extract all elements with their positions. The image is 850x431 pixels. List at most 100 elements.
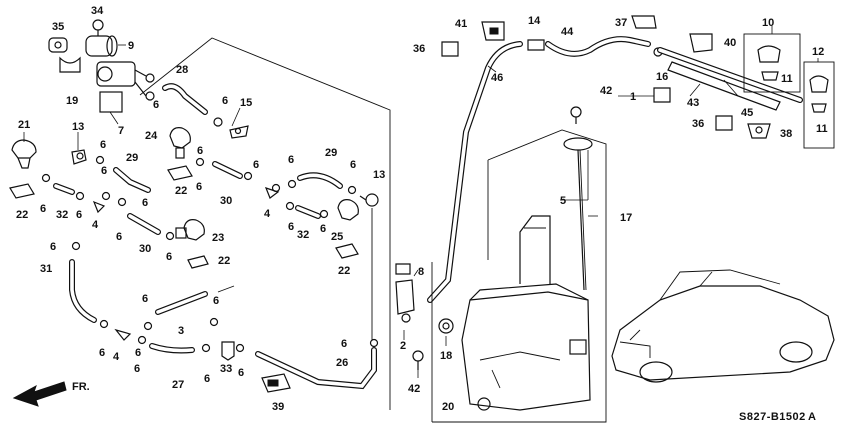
- bolt-42-bottom: [412, 350, 424, 370]
- callout: 6: [213, 295, 219, 307]
- clip-36-right: [715, 115, 733, 131]
- callout: 22: [175, 185, 187, 197]
- callout: 16: [656, 71, 668, 83]
- callout: 30: [220, 195, 232, 207]
- callout: 5: [560, 195, 566, 207]
- nozzle-23: [175, 219, 205, 241]
- callout: 6: [153, 99, 159, 111]
- leader-lines: [23, 26, 819, 378]
- callout: 37: [615, 17, 627, 29]
- callout: 11: [816, 123, 828, 135]
- hose-31: [69, 259, 97, 323]
- bolt-42-top: [570, 106, 582, 124]
- callout: 6: [76, 209, 82, 221]
- callout: 42: [600, 85, 612, 97]
- callout: 25: [331, 231, 343, 243]
- callout: 30: [139, 243, 151, 255]
- hose-3: [155, 285, 235, 315]
- grommet-18: [438, 318, 454, 334]
- callout: 6: [222, 95, 228, 107]
- callout: 10: [762, 17, 774, 29]
- callout: 3: [178, 325, 184, 337]
- connector-4-lower: [114, 328, 132, 341]
- front-arrow-icon: [12, 381, 67, 407]
- nozzle-21: [11, 139, 37, 169]
- hose-29-right: [297, 172, 343, 189]
- callout: 9: [128, 40, 134, 52]
- diagram-code: S827-B1502: [739, 411, 806, 423]
- washer-tank: [461, 215, 591, 411]
- callout: 6: [288, 154, 294, 166]
- callout: 40: [724, 37, 736, 49]
- nozzle-13-right: [359, 193, 379, 207]
- connector-4-mid: [92, 200, 106, 214]
- nozzle-box-12: [803, 61, 835, 149]
- callout: 4: [113, 351, 120, 363]
- hose-44: [545, 36, 651, 57]
- part-labels: 35 34 9 19 7 6 28 6 15 21 13 6 24 29 6 6…: [16, 5, 828, 413]
- callout: 6: [50, 241, 56, 253]
- callout: 27: [172, 379, 184, 391]
- callout: 43: [687, 97, 699, 109]
- clip-22-lower: [187, 255, 209, 269]
- connector-4-right: [264, 187, 280, 199]
- connector-14: [527, 39, 545, 51]
- hose-28: [162, 83, 223, 127]
- callout: 20: [442, 401, 454, 413]
- clamps-6: [41, 155, 379, 353]
- callout: 38: [780, 128, 792, 140]
- pump-2: [395, 279, 415, 323]
- callout: 6: [341, 338, 347, 350]
- callout: 6: [196, 181, 202, 193]
- callout: 14: [528, 15, 541, 27]
- callout: 46: [491, 72, 503, 84]
- callout: 13: [72, 121, 84, 133]
- callout: 7: [118, 125, 124, 137]
- callout: 4: [264, 208, 271, 220]
- callout: 39: [272, 401, 284, 413]
- diagram-revision: A: [808, 411, 816, 423]
- callout: 6: [100, 139, 106, 151]
- callout: 8: [418, 266, 424, 278]
- callout: 6: [238, 367, 244, 379]
- callout: 6: [350, 159, 356, 171]
- callout: 12: [812, 46, 824, 58]
- callout: 31: [40, 263, 52, 275]
- group-frame: [139, 37, 391, 410]
- callout: 6: [135, 347, 141, 359]
- callout: 28: [176, 64, 188, 76]
- hose-27: [149, 343, 195, 354]
- cap-20: [477, 397, 491, 411]
- callout: 6: [142, 197, 148, 209]
- callout: 15: [240, 97, 252, 109]
- callout: 6: [142, 293, 148, 305]
- hose-26: [255, 347, 377, 390]
- callout: 17: [620, 212, 632, 224]
- callout: 6: [204, 373, 210, 385]
- connector-33: [221, 341, 235, 361]
- callout: 6: [288, 221, 294, 233]
- callout: 42: [408, 383, 420, 395]
- tank-frame-17: [431, 129, 607, 423]
- nozzle-25: [337, 199, 359, 221]
- callout: 22: [16, 209, 28, 221]
- callout: 21: [18, 119, 30, 131]
- callout: 22: [218, 255, 230, 267]
- washer-motor-group: [48, 19, 155, 113]
- car-outline: [611, 269, 835, 383]
- callout: 13: [373, 169, 385, 181]
- clip-40: [689, 33, 713, 53]
- front-direction-label: FR.: [72, 381, 90, 393]
- callout: 36: [692, 118, 704, 130]
- nozzle-24: [169, 127, 191, 159]
- callout: 6: [40, 203, 46, 215]
- clip-8: [395, 263, 411, 275]
- callout: 22: [338, 265, 350, 277]
- callout: 32: [56, 209, 68, 221]
- callout: 6: [197, 145, 203, 157]
- callout: 36: [413, 43, 425, 55]
- callout: 32: [297, 229, 309, 241]
- callout: 6: [99, 347, 105, 359]
- callout: 29: [325, 147, 337, 159]
